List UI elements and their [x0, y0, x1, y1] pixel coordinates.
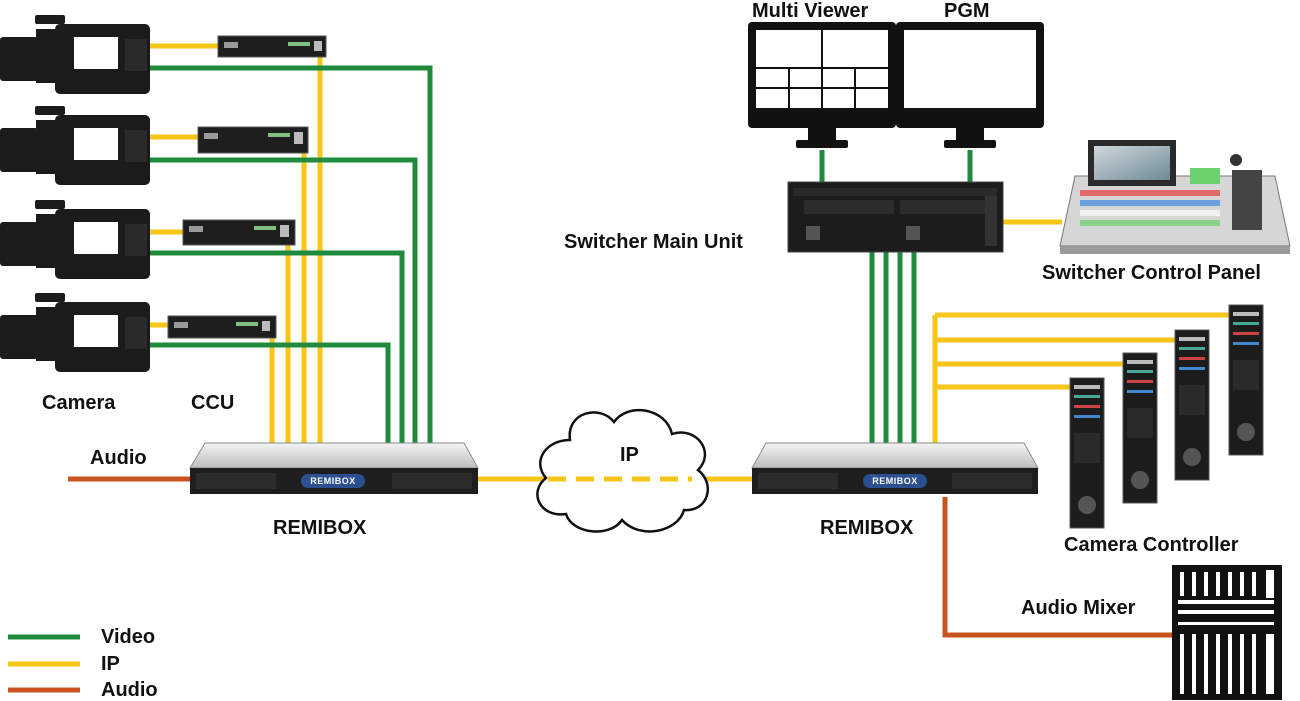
switcher-control-panel-icon	[1059, 140, 1291, 254]
cables-right	[819, 150, 1230, 638]
audio-mixer-label: Audio Mixer	[1021, 597, 1136, 619]
camera-controller-icon	[1228, 304, 1264, 456]
multi-viewer-monitor-icon	[748, 22, 896, 148]
remibox-right-badge: REMIBOX	[863, 474, 927, 488]
pgm-monitor-icon	[896, 22, 1044, 148]
camera-controller-label: Camera Controller	[1064, 534, 1239, 556]
multi-viewer-label: Multi Viewer	[752, 0, 869, 22]
remibox-left-label: REMIBOX	[273, 517, 367, 539]
switcher-control-panel-label: Switcher Control Panel	[1042, 262, 1261, 284]
ccu-unit-icon	[197, 126, 309, 154]
legend-video-label: Video	[101, 626, 156, 648]
camera-icon	[0, 293, 150, 372]
camera-icon	[0, 200, 150, 279]
switcher-main-unit-icon	[787, 181, 1004, 253]
camera-controller-icon	[1174, 329, 1210, 481]
ip-cloud-label: IP	[620, 444, 639, 466]
camera-label: Camera	[42, 392, 116, 414]
audio-mixer-icon	[1172, 565, 1282, 700]
cables-left	[68, 43, 433, 482]
camera-controller-icon	[1069, 377, 1105, 529]
ccu-unit-icon	[167, 315, 277, 339]
camera-controller-icon	[1122, 352, 1158, 504]
legend-audio-label: Audio	[101, 679, 158, 701]
ccu-unit-icon	[182, 219, 296, 246]
camera-icon	[0, 106, 150, 185]
remibox-right-label: REMIBOX	[820, 517, 914, 539]
ccu-label: CCU	[191, 392, 235, 414]
camera-icon	[0, 15, 150, 94]
audio-input-label: Audio	[90, 447, 147, 469]
remibox-left-badge: REMIBOX	[301, 474, 365, 488]
legend-ip-label: IP	[101, 653, 120, 675]
ccu-unit-icon	[217, 35, 327, 58]
switcher-main-unit-label: Switcher Main Unit	[564, 231, 743, 253]
ip-cloud-icon	[536, 408, 709, 533]
pgm-label: PGM	[944, 0, 990, 22]
